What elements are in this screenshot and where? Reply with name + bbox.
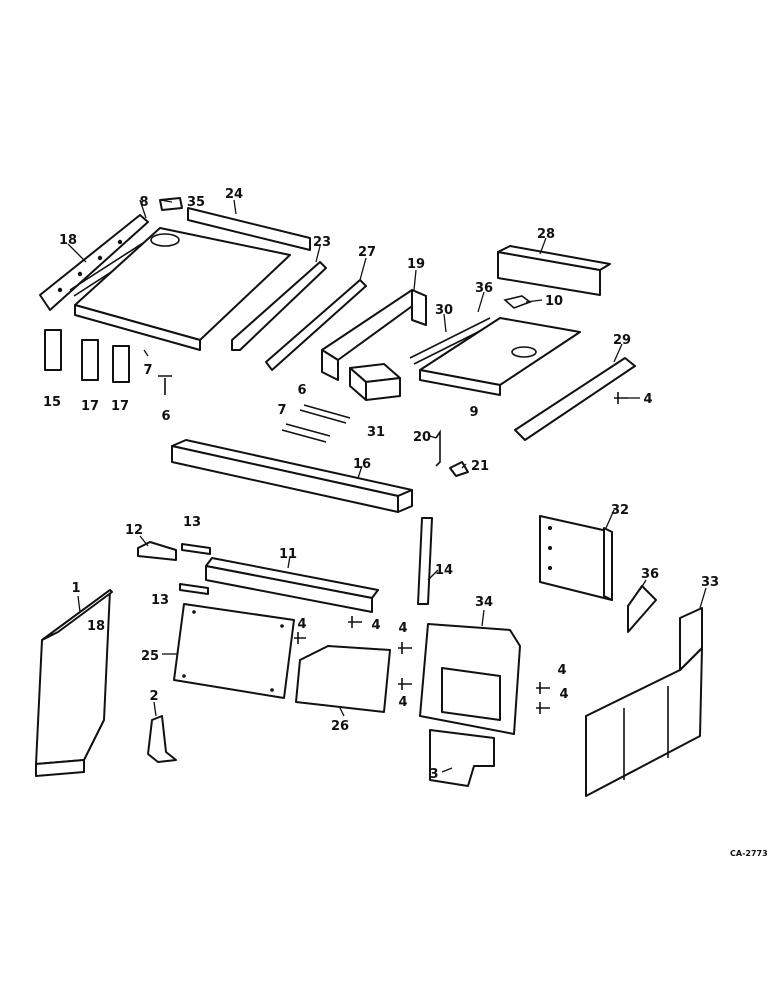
callout-4-e: 4 (398, 695, 407, 710)
part-33-panel (419, 623, 521, 735)
part-7-top-plate (74, 227, 291, 351)
drawing-code: CA-2773 (730, 849, 768, 858)
callout-18-inset: 18 (87, 619, 105, 634)
part-4-fastener-7 (536, 702, 550, 714)
part-17-block (81, 339, 99, 381)
callout-19: 19 (407, 257, 425, 272)
callout-13-a: 13 (183, 515, 201, 530)
callout-23: 24 (225, 187, 243, 202)
callout-27: 28 (537, 227, 555, 242)
callout-2: 2 (149, 689, 158, 704)
part-4-fastener-6 (536, 682, 550, 694)
callout-labels: 24 35 8 18 23 27 19 28 36 30 10 29 4 7 1… (43, 187, 768, 858)
part-12-bracket (137, 541, 177, 561)
callout-28: 29 (613, 333, 631, 348)
part-4-fastener-4 (398, 642, 412, 654)
callout-16: 16 (353, 457, 371, 472)
part-17-block-2 (112, 345, 130, 383)
part-34-bracket (627, 585, 657, 633)
part-4-fastener (614, 392, 628, 404)
callout-17-a: 17 (81, 399, 99, 414)
callout-30: 31 (367, 425, 385, 440)
callout-35: 35 (187, 195, 205, 210)
callout-32: 33 (701, 575, 719, 590)
callout-10: 10 (545, 294, 563, 309)
callout-31: 32 (611, 503, 629, 518)
callout-17-b: 17 (111, 399, 129, 414)
callout-13-b: 13 (151, 593, 169, 608)
part-11-beam (205, 557, 379, 613)
callout-21: 21 (471, 459, 489, 474)
part-6-rod-2 (281, 423, 331, 443)
callout-33: 34 (475, 595, 493, 610)
callout-20: 20 (413, 430, 431, 445)
callout-15: 15 (43, 395, 61, 410)
callout-4-d: 4 (398, 621, 407, 636)
part-31-panel (539, 515, 613, 601)
part-21-clip (449, 461, 469, 477)
callout-4-b: 4 (297, 617, 306, 632)
part-35-plate (159, 197, 183, 211)
callout-1: 1 (71, 581, 80, 596)
callout-9: 9 (469, 405, 478, 420)
part-13-plate-2 (179, 583, 209, 595)
part-26-angle (265, 279, 367, 371)
part-6-rod (299, 404, 351, 424)
part-24-plate (173, 603, 295, 699)
callout-34: 36 (641, 567, 659, 582)
callout-26: 27 (358, 245, 376, 260)
callout-14: 14 (435, 563, 453, 578)
callout-29: 30 (435, 303, 453, 318)
part-25-plate (295, 645, 391, 713)
part-14-post (417, 517, 433, 605)
callout-25: 26 (331, 719, 349, 734)
callout-3: 3 (429, 767, 438, 782)
callout-4-a: 4 (643, 392, 652, 407)
callout-36: 36 (475, 281, 493, 296)
part-32-panel (585, 607, 703, 797)
callout-24: 25 (141, 649, 159, 664)
part-2-bracket (147, 715, 177, 763)
callout-4-f: 4 (557, 663, 566, 678)
part-5-bolt (158, 375, 172, 395)
part-4-fastener-5 (398, 678, 412, 690)
callout-12: 12 (125, 523, 143, 538)
part-3-panel (429, 729, 495, 787)
part-16-beam (171, 439, 413, 513)
callout-18: 18 (59, 233, 77, 248)
part-22-angle (231, 261, 327, 351)
callout-4-c: 4 (371, 618, 380, 633)
callout-11: 11 (279, 547, 297, 562)
part-20-hook (435, 429, 441, 467)
callout-8: 8 (139, 195, 148, 210)
part-23-bar (187, 207, 311, 251)
part-4-fastener-2 (294, 632, 306, 644)
part-19-beam (321, 289, 427, 381)
part-28-channel (514, 357, 636, 441)
part-15-block (44, 329, 62, 371)
callout-4-g: 4 (559, 687, 568, 702)
part-1-panel (35, 589, 113, 777)
part-4-fastener-3 (348, 616, 362, 628)
part-27-panel (497, 245, 611, 296)
part-13-plate (181, 543, 211, 555)
callout-6-a: 6 (297, 383, 306, 398)
callout-5: 6 (161, 409, 170, 424)
callout-6-b: 7 (277, 403, 286, 418)
callout-7: 7 (143, 363, 152, 378)
part-9-plate (419, 317, 581, 396)
part-18-side-rail (39, 214, 149, 311)
part-30-box (349, 363, 401, 401)
callout-22: 23 (313, 235, 331, 250)
leader-lines (67, 199, 707, 773)
